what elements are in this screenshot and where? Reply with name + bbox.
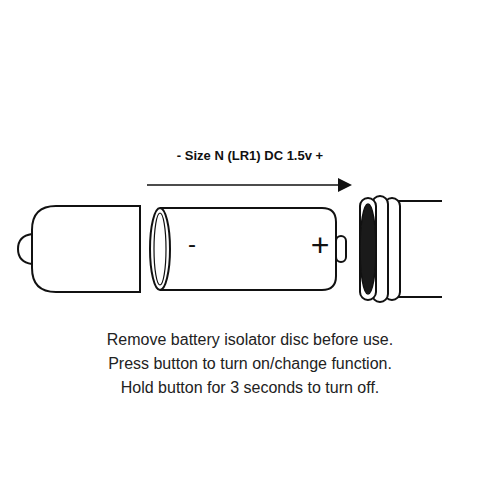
arrow-head bbox=[338, 178, 352, 192]
cap-button bbox=[18, 234, 32, 264]
battery-terminal bbox=[336, 236, 346, 262]
o-ring bbox=[360, 198, 376, 300]
positive-terminal-mark: + bbox=[311, 226, 330, 264]
instruction-line: Hold button for 3 seconds to turn off. bbox=[121, 378, 380, 397]
direction-arrow bbox=[147, 184, 340, 186]
battery-body bbox=[160, 208, 336, 290]
tube-edge bbox=[396, 296, 442, 298]
negative-terminal-mark: - bbox=[188, 230, 196, 259]
battery-end bbox=[150, 208, 170, 290]
instruction-line: Press button to turn on/change function. bbox=[108, 354, 392, 373]
instruction-line: Remove battery isolator disc before use. bbox=[107, 330, 393, 349]
tube-opening bbox=[360, 204, 376, 294]
battery-size-label: - Size N (LR1) DC 1.5v + bbox=[177, 148, 323, 164]
battery-end-rim bbox=[154, 213, 166, 285]
end-cap bbox=[32, 206, 140, 292]
tube-edge bbox=[396, 200, 442, 202]
